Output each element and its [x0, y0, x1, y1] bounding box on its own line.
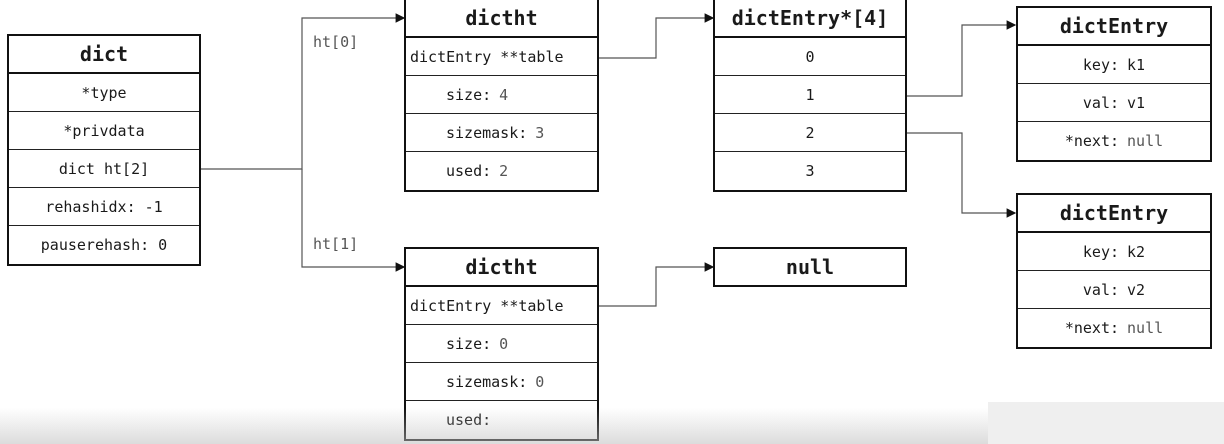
- dictht-0-table: dictEntry **table: [406, 38, 597, 76]
- field-text: null: [1127, 319, 1164, 337]
- entry-2-title: dictEntry: [1018, 195, 1210, 233]
- arrow-dict-to-ht1: [301, 169, 406, 272]
- dictht-0-title: dictht: [406, 0, 597, 38]
- dictentry-array: dictEntry*[4] 0 1 2 3: [713, 0, 907, 192]
- field-text: v2: [1127, 280, 1146, 299]
- dictht-0-size: size: 4: [406, 76, 597, 114]
- entry-2-next: *next: null: [1018, 309, 1210, 347]
- arrow-slot2-to-entry2: [906, 132, 1017, 218]
- entry-2-val: val: v2: [1018, 271, 1210, 309]
- dict-field-privdata: *privdata: [9, 112, 199, 150]
- label-ht1: ht[1]: [313, 235, 359, 253]
- field-text: size:: [446, 85, 492, 104]
- entry-2-key: key: k2: [1018, 233, 1210, 271]
- array-slot-3: 3: [805, 162, 815, 180]
- dictht-1-title: dictht: [406, 249, 597, 287]
- field-text: k2: [1127, 242, 1146, 261]
- arrow-slot1-to-entry1: [906, 20, 1017, 97]
- dict-field-pauserehash: pauserehash: 0: [40, 236, 168, 254]
- field-text: sizemask:: [446, 123, 528, 142]
- null-box: null: [713, 247, 907, 287]
- entry-1-key: key: k1: [1018, 46, 1210, 84]
- array-title: dictEntry*[4]: [715, 0, 905, 38]
- dict-field-ht: dict ht[2]: [9, 150, 199, 188]
- field-text: key:: [1082, 55, 1120, 74]
- entry-1-title: dictEntry: [1018, 8, 1210, 46]
- field-text: *next:: [1064, 319, 1120, 337]
- dictht-0-sizemask: sizemask: 3: [406, 114, 597, 152]
- dictht-1-size: size: 0: [406, 325, 597, 363]
- arrow-dict-to-ht0: [200, 13, 406, 170]
- dictentry-1: dictEntry key: k1 val: v1 *next: null: [1016, 6, 1212, 162]
- entry-1-next: *next: null: [1018, 122, 1210, 160]
- field-text: k1: [1127, 55, 1146, 74]
- field-text: size:: [446, 334, 492, 353]
- dictht-1-table: dictEntry **table: [406, 287, 597, 325]
- array-slot-2: 2: [715, 114, 905, 152]
- field-text: used:: [446, 162, 492, 180]
- corner-overlay: [988, 402, 1224, 444]
- null-title: null: [785, 255, 835, 279]
- field-text: 0: [535, 372, 545, 391]
- field-text: val:: [1082, 280, 1120, 299]
- dictentry-2: dictEntry key: k2 val: v2 *next: null: [1016, 193, 1212, 349]
- field-text: 0: [499, 334, 509, 353]
- field-text: null: [1127, 132, 1164, 150]
- field-text: sizemask:: [446, 372, 528, 391]
- dict-title: dict: [9, 36, 199, 74]
- field-text: *next:: [1064, 132, 1120, 150]
- dict-struct: dict *type *privdata dict ht[2] rehashid…: [7, 34, 201, 266]
- field-text: v1: [1127, 93, 1146, 112]
- arrow-ht0-table-to-array: [598, 13, 715, 59]
- field-text: val:: [1082, 93, 1120, 112]
- field-text: 2: [499, 162, 509, 180]
- field-text: 3: [535, 123, 545, 142]
- field-text: 4: [499, 85, 509, 104]
- arrow-ht1-table-to-null: [598, 262, 715, 307]
- array-slot-0: 0: [715, 38, 905, 76]
- dictht-1-sizemask: sizemask: 0: [406, 363, 597, 401]
- dictht-0-used: used: 2: [406, 152, 597, 190]
- array-slot-1: 1: [715, 76, 905, 114]
- entry-1-val: val: v1: [1018, 84, 1210, 122]
- label-ht0: ht[0]: [313, 33, 359, 51]
- field-text: key:: [1082, 242, 1120, 261]
- dict-field-type: *type: [9, 74, 199, 112]
- dict-field-rehashidx: rehashidx: -1: [9, 188, 199, 226]
- dictht-0: dictht dictEntry **table size: 4 sizemask…: [404, 0, 599, 192]
